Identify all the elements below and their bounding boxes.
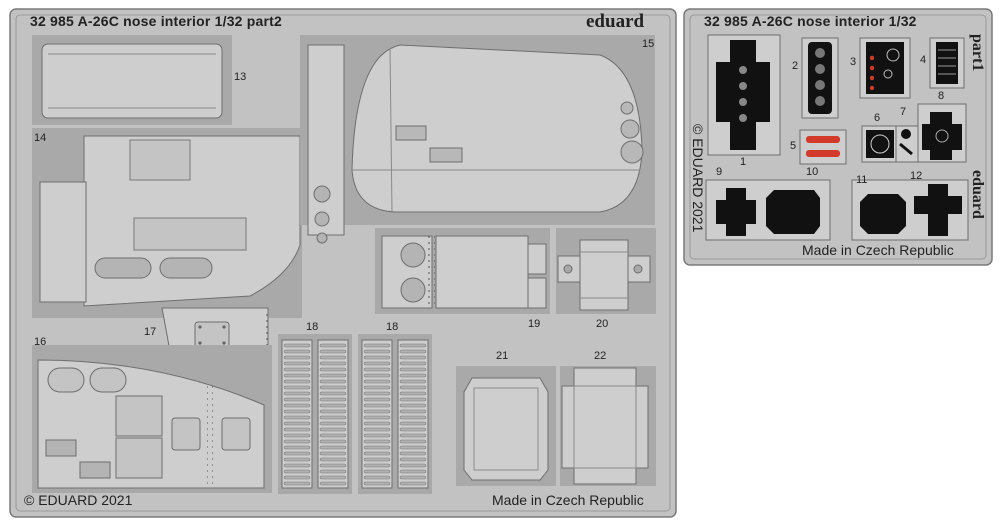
sheet1-copyright: © EDUARD 2021 [690,124,706,233]
part-8-label: 8 [938,90,945,102]
part-15-label: 15 [642,38,655,50]
part-6-label: 6 [874,112,881,124]
part-16 [32,345,272,493]
part-18b-label: 18 [386,321,399,333]
part-5 [799,129,847,165]
sheet1-title: 32 985 A-26C nose interior 1/32 [704,13,917,29]
part-14-label: 14 [34,132,47,144]
part-1 [707,34,781,156]
part-6 [861,125,899,163]
part-4 [929,37,965,89]
part-19 [375,228,550,314]
part-7 [895,125,919,163]
part-9-10 [705,179,831,241]
part-16-label: 16 [34,336,47,348]
sheet2-title: 32 985 A-26C nose interior 1/32 part2 [30,13,282,29]
sheet2-copyright: © EDUARD 2021 [24,492,133,508]
part-2-label: 2 [792,60,799,72]
sheet2-brand-logo: eduard [586,11,645,32]
sheet1-part-label: part1 [969,34,986,72]
part-14 [32,128,302,318]
part-8 [917,103,967,163]
part-2 [801,37,839,119]
part-10-label: 10 [806,166,819,178]
part-15 [300,35,655,244]
part-13-label: 13 [234,71,247,83]
part-20-label: 20 [596,318,609,330]
part-12-label: 12 [910,170,923,182]
part-13 [32,35,232,125]
part-3 [859,37,911,99]
part-21-label: 21 [496,350,509,362]
part-1-label: 1 [740,156,747,168]
part-20 [556,228,656,314]
sheet1-brand-logo: eduard [969,170,986,219]
part-11-12 [851,179,969,241]
part-7-label: 7 [900,106,907,118]
part-5-label: 5 [790,140,797,152]
part-21 [456,366,556,486]
part-19-label: 19 [528,318,541,330]
part-22-label: 22 [594,350,607,362]
sheet1-made-in: Made in Czech Republic [802,242,954,258]
part-18-b [358,334,432,494]
fret-sheet-part2 [9,8,677,518]
part-18a-label: 18 [306,321,319,333]
fret-sheet-part1 [683,8,993,266]
sheet2-made-in: Made in Czech Republic [492,492,644,508]
part-9-label: 9 [716,166,723,178]
part-4-label: 4 [920,54,927,66]
part-18-a [278,334,352,494]
part-17-label: 17 [144,326,157,338]
part-11-label: 11 [856,174,868,186]
part-22 [560,366,656,486]
part-3-label: 3 [850,56,857,68]
